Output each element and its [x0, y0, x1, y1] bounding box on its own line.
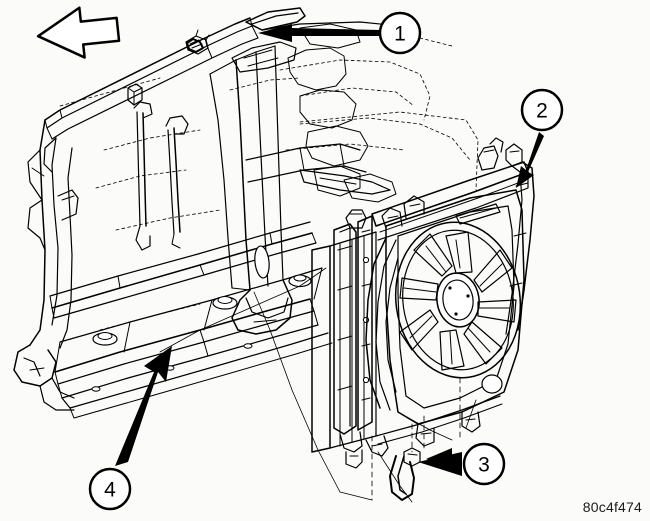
callout-2-label: 2 [536, 100, 548, 123]
callout-2[interactable]: 2 [516, 88, 564, 188]
upper-crossmember [44, 7, 453, 140]
callout-4-circle[interactable] [88, 467, 132, 511]
callout-3[interactable]: 3 [418, 442, 506, 486]
callout-1-label: 1 [394, 23, 406, 46]
cooling-fan [394, 221, 522, 379]
lower-crossmember [54, 267, 333, 419]
panel-mid-rail [49, 221, 317, 319]
lower-isolator-clip [389, 447, 421, 501]
callout-1[interactable]: 1 [258, 11, 422, 55]
front-of-vehicle-arrow [36, 6, 121, 59]
phantom-outlines [59, 59, 479, 331]
center-hood-latch-support [209, 41, 391, 335]
radiator-core [311, 137, 535, 469]
leader-lines [159, 267, 477, 503]
callout-2-circle[interactable] [520, 88, 564, 132]
fan-shroud [365, 189, 525, 447]
callout-3-label: 3 [478, 454, 490, 477]
callout-3-circle[interactable] [462, 442, 506, 486]
figure-id-label: 80c4f474 [582, 499, 642, 515]
right-hook-bracket [165, 115, 189, 249]
callout-4-label: 4 [104, 479, 116, 502]
callout-1-circle[interactable] [378, 11, 422, 55]
callout-4[interactable]: 4 [88, 346, 172, 511]
left-side-member [13, 119, 79, 411]
engine-bay-contours [287, 23, 397, 203]
hanging-hook-clip [133, 101, 153, 251]
